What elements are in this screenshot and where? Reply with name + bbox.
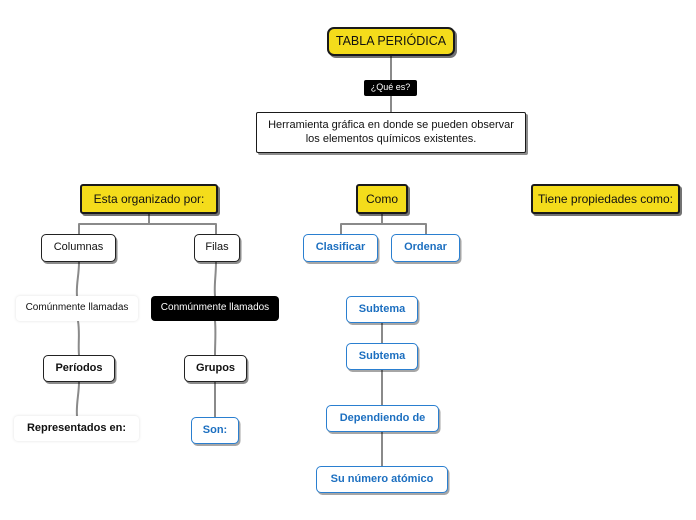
numero-atomico-node[interactable]: Su número atómico [316,466,448,493]
definition-node[interactable]: Herramienta gráfica en donde se pueden o… [256,112,526,153]
clasificar-node[interactable]: Clasificar [303,234,378,262]
periodos-node[interactable]: Períodos [43,355,115,382]
question-label: ¿Qué es? [364,80,417,96]
columnas-node[interactable]: Columnas [41,234,116,262]
grupos-node[interactable]: Grupos [184,355,247,382]
son-node[interactable]: Son: [191,417,239,444]
como-node[interactable]: Como [356,184,408,214]
subtema-node-2[interactable]: Subtema [346,343,418,370]
filas-node[interactable]: Filas [194,234,240,262]
comunmente-llamadas-label: Comúnmente llamadas [16,296,138,321]
link-left-chain [75,261,80,417]
comunmente-llamados-label: Conmúnmente llamados [151,296,279,321]
link-organized-children [78,213,217,235]
link-middle-chain [213,261,217,418]
link-como-children [340,213,427,235]
representados-label: Representados en: [14,416,139,441]
subtema-node-1[interactable]: Subtema [346,296,418,323]
title-node[interactable]: TABLA PERIÓDICA [327,27,455,56]
organized-node[interactable]: Esta organizado por: [80,184,218,214]
ordenar-node[interactable]: Ordenar [391,234,460,262]
properties-node[interactable]: Tiene propiedades como: [531,184,680,214]
dependiendo-node[interactable]: Dependiendo de [326,405,439,432]
